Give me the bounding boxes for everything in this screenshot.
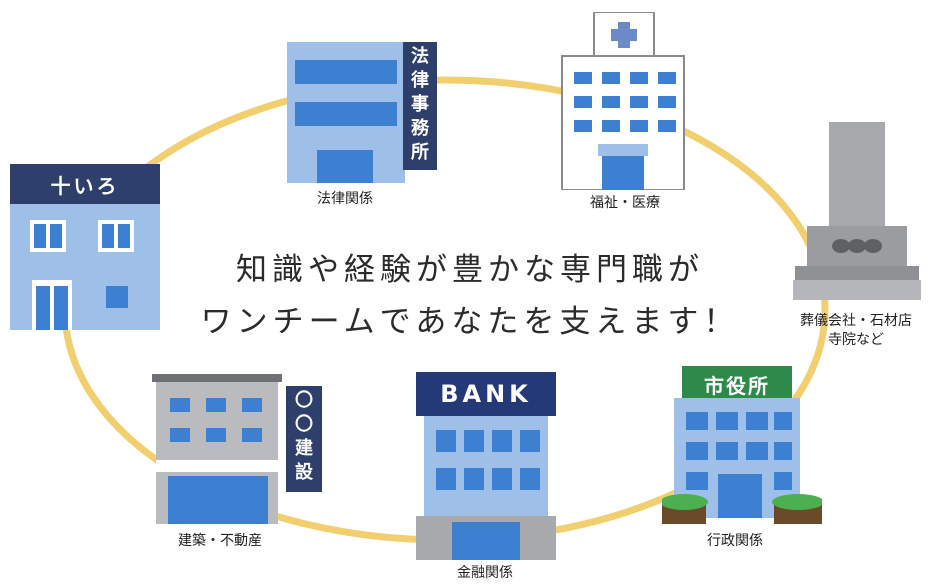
law-sign-char: 務	[411, 118, 429, 139]
law-sign-char: 所	[411, 142, 429, 163]
law-sign-char: 事	[411, 94, 429, 115]
headline-line1: 知識や経験が豊かな専門職が	[236, 252, 704, 288]
bank-label: 金融関係	[457, 565, 513, 581]
law-label: 法律関係	[317, 191, 373, 207]
irodori-building-icon: 十いろ	[10, 162, 160, 330]
funeral-label-line1: 葬儀会社・石材店	[800, 313, 912, 329]
welfare-label: 福祉・医療	[590, 195, 660, 211]
construction-label: 建築・不動産	[178, 533, 262, 549]
law-office-building-icon: 法 律 事 務 所	[287, 38, 437, 183]
gravestone-icon	[793, 118, 921, 300]
construction-sign-char: 設	[295, 462, 313, 483]
construction-sign-char: 建	[295, 438, 313, 459]
bank-building-icon: BANK	[416, 372, 556, 560]
construction-sign-char: 〇	[295, 414, 313, 435]
law-sign-char: 律	[411, 70, 429, 91]
funeral-label-line2: 寺院など	[828, 332, 884, 348]
construction-building-icon: 〇 〇 建 設	[152, 374, 324, 524]
construction-sign-char: 〇	[295, 390, 313, 411]
city-hall-building-icon: 市役所	[660, 362, 824, 524]
city-label: 行政関係	[707, 533, 763, 549]
irodori-sign: 十いろ	[50, 174, 120, 198]
city-hall-sign: 市役所	[704, 374, 770, 398]
headline-line2: ワンチームであなたを支えます！	[200, 304, 740, 340]
law-sign-char: 法	[411, 46, 429, 67]
bank-sign: BANK	[440, 380, 532, 408]
hospital-building-icon	[558, 11, 688, 191]
